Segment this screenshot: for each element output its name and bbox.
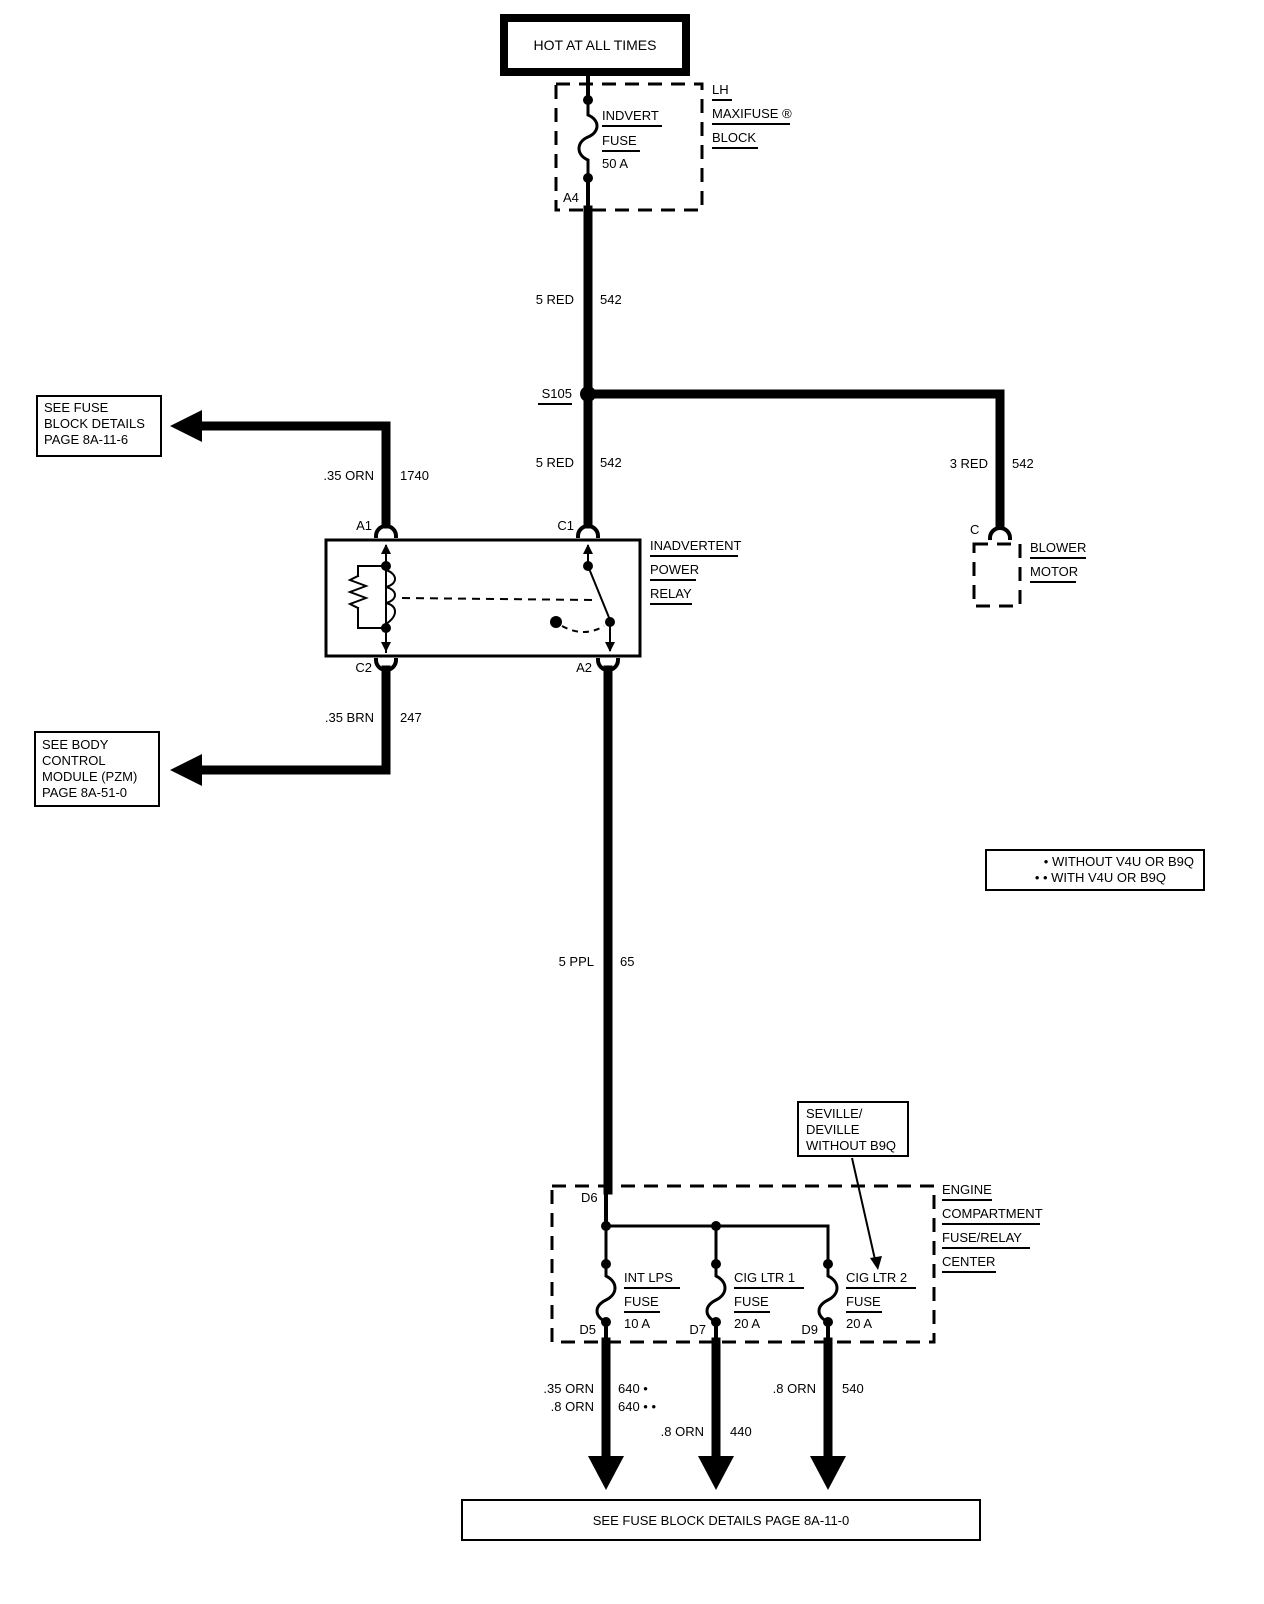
wire-542-top-size: 5 RED xyxy=(536,292,574,307)
fuse-1-terminal: D5 xyxy=(579,1322,596,1337)
seville-note-line-3: WITHOUT B9Q xyxy=(806,1138,896,1153)
fuse-2-rating: 20 A xyxy=(734,1316,760,1331)
seville-note-line-1: SEVILLE/ xyxy=(806,1106,863,1121)
inadvertent-power-relay: A1 C1 C2 A2 INADVERTENT POWER RELAY xyxy=(324,518,742,675)
wire-247-circuit: 247 xyxy=(400,710,422,725)
fuse-center-label-2: COMPARTMENT xyxy=(942,1206,1043,1221)
wire-247-size: .35 BRN xyxy=(325,710,374,725)
relay-terminal-a2: A2 xyxy=(576,660,592,675)
arrow-down-icon xyxy=(810,1456,846,1490)
blower-label-2: MOTOR xyxy=(1030,564,1078,579)
wire-440-circuit: 440 xyxy=(730,1424,752,1439)
wire-542-mid-circuit: 542 xyxy=(600,455,622,470)
legend-line-1: • WITHOUT V4U OR B9Q xyxy=(1044,854,1194,869)
fuse-2-terminal: D7 xyxy=(689,1322,706,1337)
fuse-3-terminal: D9 xyxy=(801,1322,818,1337)
splice-label: S105 xyxy=(542,386,572,401)
maxifuse-block-label-2: MAXIFUSE ® xyxy=(712,106,792,121)
blower-motor: C BLOWER MOTOR xyxy=(970,522,1086,608)
arrow-down-icon xyxy=(870,1256,882,1270)
bcm-ref-line-1: SEE BODY xyxy=(42,737,109,752)
fuse-3-rating: 20 A xyxy=(846,1316,872,1331)
relay-label-3: RELAY xyxy=(650,586,692,601)
bcm-ref-line-3: MODULE (PZM) xyxy=(42,769,137,784)
maxifuse-fuse-word: FUSE xyxy=(602,133,637,148)
fuse-1-word: FUSE xyxy=(624,1294,659,1309)
wire-540-circuit: 540 xyxy=(842,1381,864,1396)
maxifuse-block-label-3: BLOCK xyxy=(712,130,756,145)
fuse-ref-top-line-3: PAGE 8A-11-6 xyxy=(44,432,128,447)
wire-65: 5 PPL 65 xyxy=(559,665,634,1195)
wire-247: .35 BRN 247 xyxy=(170,665,422,786)
fuse-3-word: FUSE xyxy=(846,1294,881,1309)
arrow-left-icon xyxy=(170,410,202,442)
wire-1740-size: .35 ORN xyxy=(323,468,374,483)
fuse-center-label-4: CENTER xyxy=(942,1254,995,1269)
relay-terminal-a1: A1 xyxy=(356,518,372,533)
wire-542-blower: 3 RED 542 xyxy=(583,389,1034,529)
maxifuse-fuse-rating: 50 A xyxy=(602,156,628,171)
relay-terminal-c2: C2 xyxy=(355,660,372,675)
wire-542-top: 5 RED 542 xyxy=(536,205,622,397)
wire-640a-circuit: 640 • xyxy=(618,1381,648,1396)
wire-542-mid: 5 RED 542 xyxy=(536,389,622,529)
fuse-1-name: INT LPS xyxy=(624,1270,673,1285)
wire-640a-size: .35 ORN xyxy=(543,1381,594,1396)
wire-1740-circuit: 1740 xyxy=(400,468,429,483)
fuse-2-word: FUSE xyxy=(734,1294,769,1309)
relay-terminal-c1: C1 xyxy=(557,518,574,533)
relay-label-2: POWER xyxy=(650,562,699,577)
output-wires: .35 ORN 640 • .8 ORN 640 • • .8 ORN 440 … xyxy=(543,1337,864,1490)
maxifuse-fuse-name: INDVERT xyxy=(602,108,659,123)
wire-542-top-circuit: 542 xyxy=(600,292,622,307)
fuse-center-input-d6: D6 xyxy=(581,1190,598,1205)
maxifuse-block-label-1: LH xyxy=(712,82,729,97)
wire-640b-size: .8 ORN xyxy=(551,1399,594,1414)
fuse-relay-center: D6 D5 INT LPS FUSE 10 A D7 CIG LTR 1 FUS… xyxy=(550,1182,1043,1344)
fuse-1-rating: 10 A xyxy=(624,1316,650,1331)
blower-terminal-c: C xyxy=(970,522,979,537)
wire-440-size: .8 ORN xyxy=(661,1424,704,1439)
maxifuse-terminal-a4: A4 xyxy=(563,190,579,205)
hot-at-all-times-label: HOT AT ALL TIMES xyxy=(534,37,657,53)
legend-line-2: • • WITH V4U OR B9Q xyxy=(1035,870,1166,885)
seville-note: SEVILLE/ DEVILLE WITHOUT B9Q xyxy=(797,1101,909,1270)
wire-640b-circuit: 640 • • xyxy=(618,1399,656,1414)
fuse-2-name: CIG LTR 1 xyxy=(734,1270,795,1285)
fuse-center-label-1: ENGINE xyxy=(942,1182,992,1197)
fuse-block-ref-top: SEE FUSE BLOCK DETAILS PAGE 8A-11-6 .35 … xyxy=(36,395,429,529)
bottom-ref-box: SEE FUSE BLOCK DETAILS PAGE 8A-11-0 xyxy=(461,1499,981,1541)
legend-box: • WITHOUT V4U OR B9Q • • WITH V4U OR B9Q xyxy=(985,849,1205,891)
wire-540-size: .8 ORN xyxy=(773,1381,816,1396)
wire-542-blower-circuit: 542 xyxy=(1012,456,1034,471)
fuse-center-label-3: FUSE/RELAY xyxy=(942,1230,1022,1245)
relay-label-1: INADVERTENT xyxy=(650,538,742,553)
bcm-ref-line-4: PAGE 8A-51-0 xyxy=(42,785,127,800)
bcm-ref-box: SEE BODY CONTROL MODULE (PZM) PAGE 8A-51… xyxy=(34,731,160,807)
wire-542-blower-size: 3 RED xyxy=(950,456,988,471)
arrow-down-icon xyxy=(588,1456,624,1490)
arrow-left-icon xyxy=(170,754,202,786)
wire-542-mid-size: 5 RED xyxy=(536,455,574,470)
fuse-ref-top-line-1: SEE FUSE xyxy=(44,400,109,415)
arrow-down-icon xyxy=(698,1456,734,1490)
hot-at-all-times-box: HOT AT ALL TIMES xyxy=(500,14,690,76)
fuse-3-name: CIG LTR 2 xyxy=(846,1270,907,1285)
blower-label-1: BLOWER xyxy=(1030,540,1086,555)
seville-note-line-2: DEVILLE xyxy=(806,1122,860,1137)
fuse-ref-top-line-2: BLOCK DETAILS xyxy=(44,416,145,431)
maxifuse-block: INDVERT FUSE 50 A A4 LH MAXIFUSE ® BLOCK xyxy=(554,70,792,212)
wire-65-size: 5 PPL xyxy=(559,954,594,969)
wire-65-circuit: 65 xyxy=(620,954,634,969)
bottom-ref-label: SEE FUSE BLOCK DETAILS PAGE 8A-11-0 xyxy=(593,1513,849,1528)
bcm-ref-line-2: CONTROL xyxy=(42,753,106,768)
